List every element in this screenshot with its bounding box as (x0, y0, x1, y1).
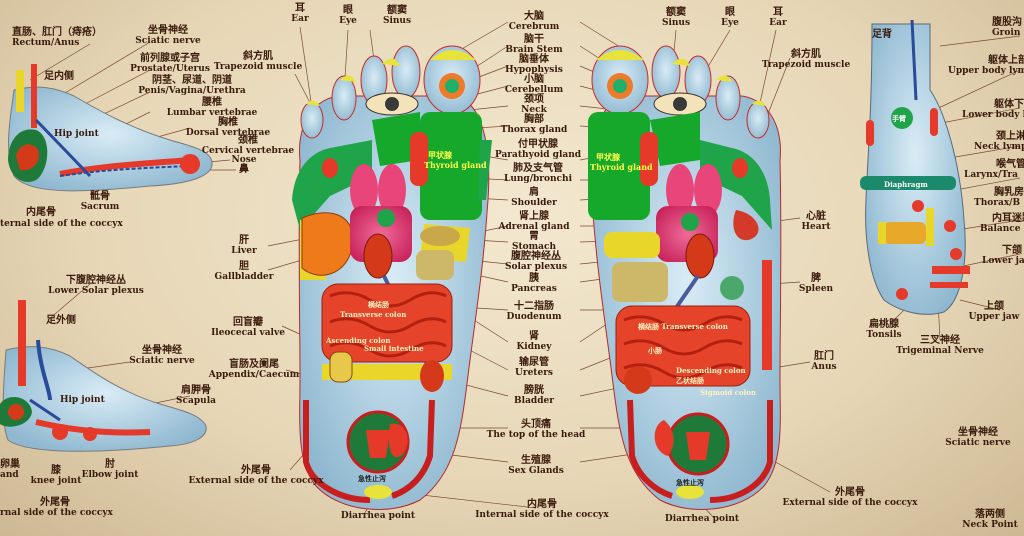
thyroid-text-left: 甲状腺 (428, 150, 452, 160)
label-lower-lymph: 躯体下部Lower body l (962, 99, 1024, 120)
dorsum-hip-text: 手臂 (892, 114, 906, 123)
thyroid-text-right-en: Thyroid gland (590, 162, 653, 172)
medial-foot-view (8, 64, 213, 192)
colon-text-r5: Sigmoid colon (700, 388, 757, 397)
colon-text-1: 横结肠 (368, 300, 389, 309)
label-ternal-coccyx-top-left: ternal side of the coccyx (0, 219, 123, 229)
label-diarrhea-right: Diarrhea point (664, 514, 740, 524)
label-outer-side: 足外侧 (46, 315, 76, 326)
colon-text-2: Ascending colon (326, 336, 391, 345)
lateral-foot-view (0, 300, 207, 452)
colon-text-1-en: Transverse colon (340, 310, 407, 319)
label-neck-lymph: 颈上淋巴Neck lymp (974, 131, 1024, 152)
label-inner-side: 足内侧 (44, 71, 74, 82)
thyroid-text-left-en: Thyroid gland (424, 160, 487, 170)
label-rectum: 直肠、肛门（痔疮）Rectum/Anus (12, 27, 102, 48)
left-sole (292, 45, 492, 510)
diarrhea-zh-right: 急性止泻 (676, 478, 704, 487)
label-balance: 内耳迷路Balance (980, 213, 1024, 234)
label-hip-joint-bottom: Hip joint (60, 395, 105, 405)
colon-text-r1: 横结肠 Transverse colon (638, 322, 728, 331)
colon-text-r3: Descending colon (676, 366, 746, 375)
diaphragm-text: Diaphragm (884, 180, 928, 189)
colon-text-r2: 小肠 (648, 346, 662, 355)
colon-text-r4: 乙状结肠 (676, 376, 704, 385)
diarrhea-zh-left: 急性止泻 (358, 474, 386, 483)
thyroid-text-right: 甲状腺 (596, 152, 620, 162)
label-diarrhea-left: Diarrhea point (340, 511, 416, 521)
label-hip-joint-top: Hip joint (54, 129, 99, 139)
colon-text-3: Small intestine (364, 344, 424, 353)
dorsum-foot-view (860, 19, 970, 315)
label-internal-coccyx-top-left: 内尾骨 (26, 207, 56, 218)
label-dorsum: 足背 (872, 29, 892, 40)
right-sole (588, 45, 782, 510)
